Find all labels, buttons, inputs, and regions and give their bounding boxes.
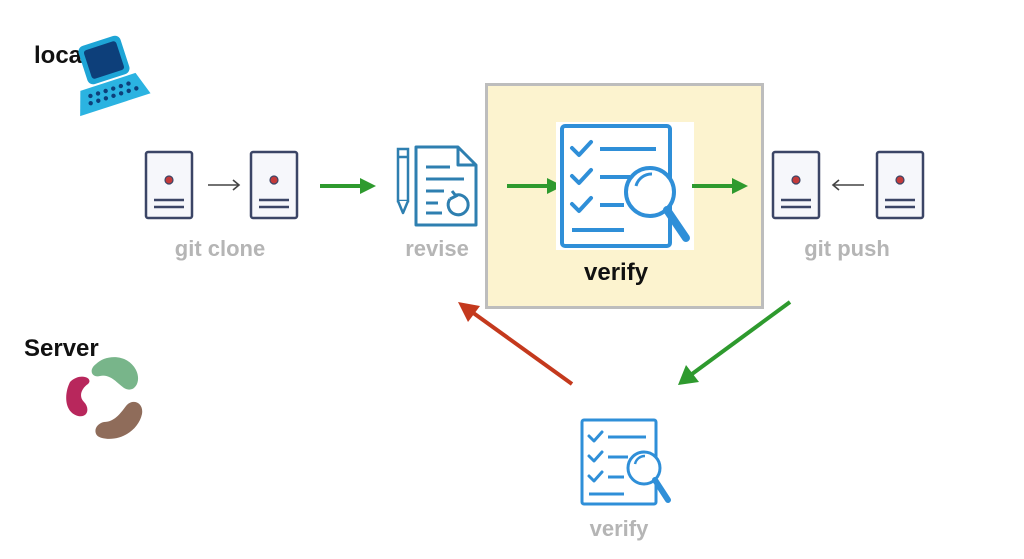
repo-document-icon [771,150,821,220]
git-clone-label: git clone [174,236,266,261]
revise-label: revise [405,236,469,261]
git-push-label: git push [804,236,890,261]
arrow-right-icon [208,179,241,191]
verify-checklist-icon [556,122,694,250]
verify-checklist-icon [580,418,671,506]
arrow-clone-to-revise [320,178,376,194]
arrow-revise-to-verify [507,178,563,194]
repo-document-icon [875,150,925,220]
revise-document-icon [396,145,478,227]
laptop-icon [78,35,151,117]
arrow-server-verify-to-revise [458,302,574,386]
verify-local-label: verify [584,259,649,286]
server-label: Server [24,335,99,362]
repo-document-icon [144,150,194,220]
arrow-push-to-server-verify [678,300,792,385]
arrow-left-icon [831,179,864,191]
verify-server-label: verify [589,516,649,541]
arrow-verify-to-push [692,178,748,194]
server-logo-icon [66,357,143,439]
repo-document-icon [249,150,299,220]
